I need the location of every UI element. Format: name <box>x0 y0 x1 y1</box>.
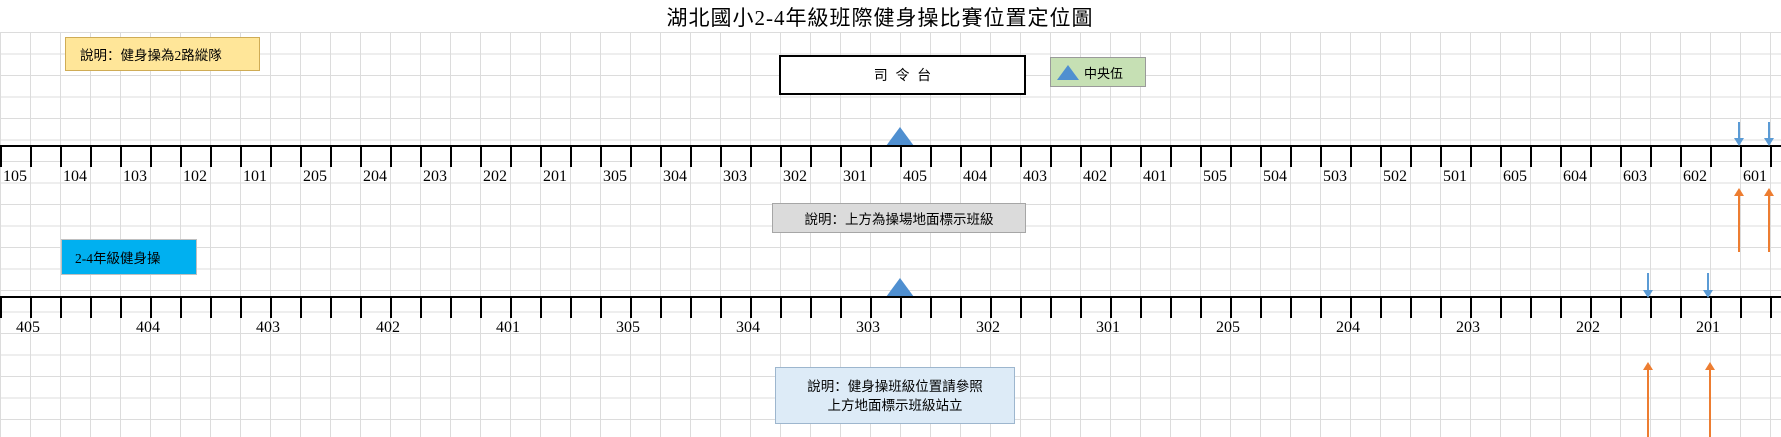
class-number-602: 602 <box>1683 168 1707 185</box>
class-number-601: 601 <box>1743 168 1767 185</box>
class-number-202: 202 <box>1576 319 1600 336</box>
center-file-marker-bottom <box>886 278 914 297</box>
class-number-203: 203 <box>423 168 447 185</box>
class-number-303: 303 <box>723 168 747 185</box>
class-number-403: 403 <box>256 319 280 336</box>
class-number-301: 301 <box>1096 319 1120 336</box>
stage-box: 司令台 <box>779 55 1026 95</box>
page-title: 湖北國小2-4年級班際健身操比賽位置定位圖 <box>666 6 1094 30</box>
class-number-203: 203 <box>1456 319 1480 336</box>
class-number-505: 505 <box>1203 168 1227 185</box>
orange-up-arrow <box>1643 362 1653 437</box>
center-file-legend: 中央伍 <box>1050 57 1146 87</box>
class-number-502: 502 <box>1383 168 1407 185</box>
class-number-ruler-top: 105 104 103 102 101 205 204 203 202 201 305 304 303 3… <box>0 145 1781 185</box>
blue-down-arrow <box>1734 122 1744 146</box>
center-file-triangle-icon <box>1057 64 1079 80</box>
class-number-304: 304 <box>663 168 687 185</box>
class-number-204: 204 <box>363 168 387 185</box>
class-number-305: 305 <box>616 319 640 336</box>
class-number-401: 401 <box>1143 168 1167 185</box>
class-number-105: 105 <box>3 168 27 185</box>
stage-label: 司令台 <box>873 69 939 84</box>
blue-down-arrow <box>1764 122 1774 146</box>
blue-down-arrow <box>1643 273 1653 298</box>
class-number-103: 103 <box>123 168 147 185</box>
class-number-604: 604 <box>1563 168 1587 185</box>
class-number-402: 402 <box>376 319 400 336</box>
class-number-201: 201 <box>1696 319 1720 336</box>
class-number-501: 501 <box>1443 168 1467 185</box>
class-number-305: 305 <box>603 168 627 185</box>
formation-note-box: 說明：健身操為2路縱隊 <box>65 37 260 71</box>
class-number-405: 405 <box>16 319 40 336</box>
class-group-label: 2-4年級健身操 <box>75 251 161 266</box>
class-number-301: 301 <box>843 168 867 185</box>
ruler-ticks <box>0 298 1781 318</box>
ground-note-box: 說明：上方為操場地面標示班級 <box>772 203 1026 233</box>
class-number-302: 302 <box>783 168 807 185</box>
class-number-ruler-bottom: 405 404 403 402 401 305 304 303 302 301 205 204 203 2… <box>0 296 1781 336</box>
position-note-box: 說明：健身操班級位置請參照 上方地面標示班級站立 <box>775 367 1015 424</box>
position-note-line2: 上方地面標示班級站立 <box>827 397 963 413</box>
class-number-605: 605 <box>1503 168 1527 185</box>
position-note-line1: 說明：健身操班級位置請參照 <box>807 378 983 394</box>
class-number-303: 303 <box>856 319 880 336</box>
class-number-302: 302 <box>976 319 1000 336</box>
class-group-box: 2-4年級健身操 <box>61 239 197 275</box>
class-number-204: 204 <box>1336 319 1360 336</box>
class-number-205: 205 <box>1216 319 1240 336</box>
ground-note-text: 說明：上方為操場地面標示班級 <box>804 212 994 227</box>
formation-note-text: 說明：健身操為2路縱隊 <box>80 48 222 63</box>
class-number-205: 205 <box>303 168 327 185</box>
class-number-304: 304 <box>736 319 760 336</box>
class-number-403: 403 <box>1023 168 1047 185</box>
class-number-101: 101 <box>243 168 267 185</box>
class-number-102: 102 <box>183 168 207 185</box>
class-number-402: 402 <box>1083 168 1107 185</box>
orange-up-arrow <box>1705 362 1715 437</box>
class-number-404: 404 <box>136 319 160 336</box>
class-number-104: 104 <box>63 168 87 185</box>
ruler-ticks <box>0 147 1781 167</box>
class-number-404: 404 <box>963 168 987 185</box>
class-number-401: 401 <box>496 319 520 336</box>
blue-down-arrow <box>1703 273 1713 298</box>
class-number-405: 405 <box>903 168 927 185</box>
orange-up-arrow <box>1764 188 1774 252</box>
class-number-202: 202 <box>483 168 507 185</box>
class-number-504: 504 <box>1263 168 1287 185</box>
orange-up-arrow <box>1734 188 1744 252</box>
class-number-503: 503 <box>1323 168 1347 185</box>
center-file-label: 中央伍 <box>1084 65 1124 81</box>
center-file-marker-top <box>886 127 914 146</box>
class-number-201: 201 <box>543 168 567 185</box>
class-number-603: 603 <box>1623 168 1647 185</box>
